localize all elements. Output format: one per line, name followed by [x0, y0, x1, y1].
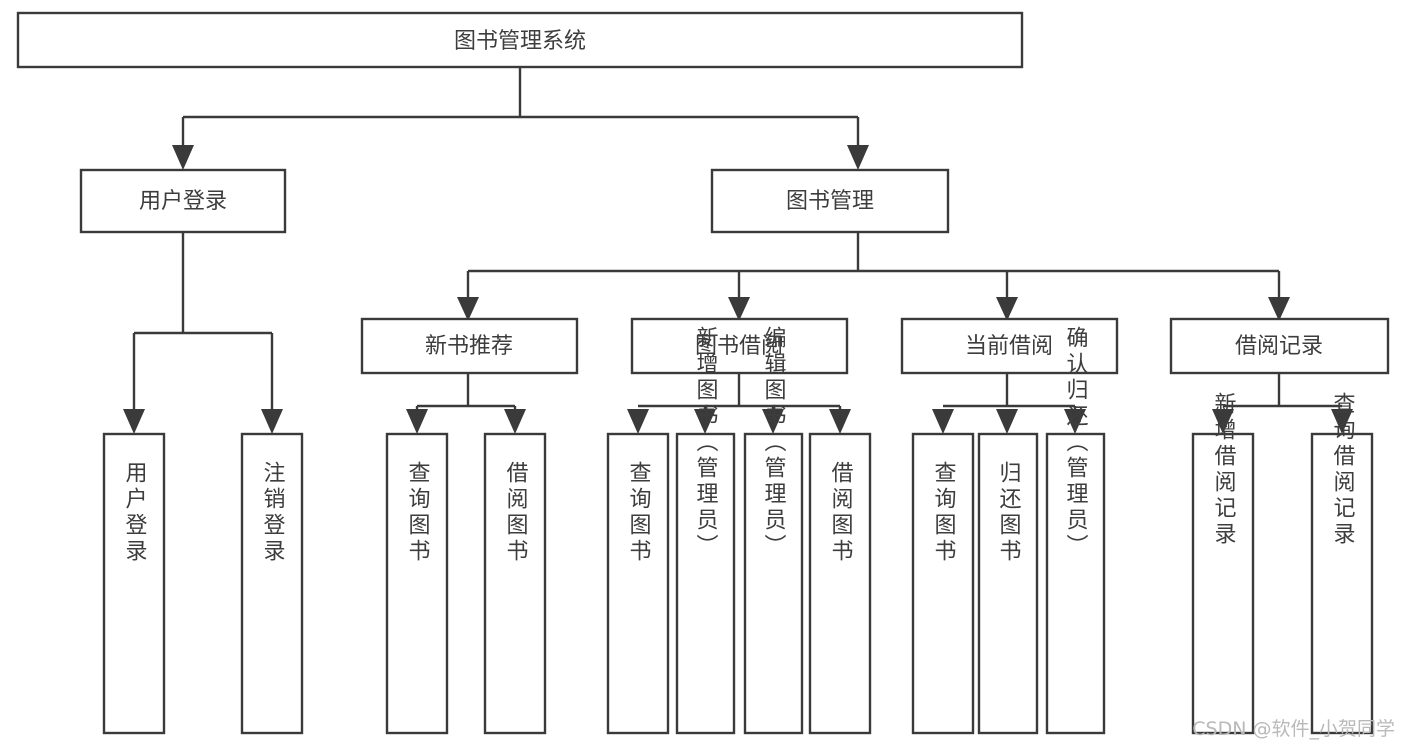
arrowhead-leaf-query-book-2: [627, 409, 649, 434]
node-leaf-confirm-return-admin[interactable]: 确认归还（管理员）: [1045, 326, 1106, 735]
node-book-borrow[interactable]: 图书借阅: [630, 317, 849, 375]
node-leaf-borrow-book-2-label: 借阅图书: [828, 461, 854, 565]
node-new-book-recommend-box[interactable]: [360, 317, 579, 375]
node-leaf-return-book-label: 归还图书: [996, 461, 1022, 565]
node-book-manage[interactable]: 图书管理: [710, 168, 950, 234]
node-user-login[interactable]: 用户登录: [79, 168, 287, 234]
arrowhead-leaf-return-book: [996, 409, 1018, 434]
node-leaf-borrow-book-1[interactable]: 借阅图书: [483, 432, 547, 735]
node-leaf-query-book-2-box[interactable]: [606, 432, 670, 735]
node-leaf-user-login[interactable]: 用户登录: [102, 432, 166, 735]
arrowhead-leaf-query-book-1: [406, 409, 428, 434]
arrowhead-leaf-borrow-book-2: [829, 409, 851, 434]
node-leaf-borrow-book-1-label: 借阅图书: [503, 461, 529, 565]
node-leaf-logout-login-box[interactable]: [240, 432, 304, 735]
node-book-manage-label: 图书管理: [786, 189, 874, 214]
node-leaf-query-book-1-box[interactable]: [385, 432, 449, 735]
node-leaf-borrow-book-2[interactable]: 借阅图书: [808, 432, 872, 735]
node-leaf-return-book-box[interactable]: [977, 432, 1039, 735]
node-leaf-query-book-2[interactable]: 查询图书: [606, 432, 670, 735]
node-leaf-query-book-3-box[interactable]: [911, 432, 975, 735]
node-leaf-query-book-1-label: 查询图书: [405, 461, 431, 565]
arrowhead-leaf-query-borrow-record: [1331, 409, 1353, 434]
node-new-book-recommend-label: 新书推荐: [425, 334, 513, 359]
node-leaf-query-book-2-label: 查询图书: [626, 461, 652, 565]
node-root[interactable]: 图书管理系统: [16, 11, 1024, 69]
node-leaf-query-borrow-record[interactable]: 查询借阅记录: [1310, 392, 1374, 735]
node-leaf-borrow-book-1-box[interactable]: [483, 432, 547, 735]
node-leaf-logout-login-label: 注销登录: [260, 461, 286, 565]
node-leaf-query-book-1[interactable]: 查询图书: [385, 432, 449, 735]
arrowhead-borrow-record: [1268, 297, 1290, 321]
node-leaf-logout-login[interactable]: 注销登录: [240, 432, 304, 735]
node-root-box[interactable]: [16, 11, 1024, 69]
node-leaf-add-book-admin-label: 新增图书（管理员）: [693, 326, 719, 560]
arrowhead-leaf-borrow-book-1: [504, 409, 526, 434]
connector-layer: [123, 67, 1353, 434]
arrowhead-leaf-add-book-admin: [694, 409, 716, 434]
node-leaf-borrow-book-2-box[interactable]: [808, 432, 872, 735]
node-book-borrow-box[interactable]: [630, 317, 849, 375]
arrowhead-new-book-recommend: [457, 297, 479, 321]
node-current-borrow[interactable]: 当前借阅: [900, 317, 1119, 375]
arrowhead-leaf-logout-login: [261, 409, 283, 434]
arrowhead-book-borrow: [728, 297, 750, 321]
node-user-login-box[interactable]: [79, 168, 287, 234]
node-leaf-return-book[interactable]: 归还图书: [977, 432, 1039, 735]
node-leaf-confirm-return-admin-label: 确认归还（管理员）: [1063, 326, 1089, 560]
node-user-login-label: 用户登录: [139, 189, 227, 214]
node-leaf-query-borrow-record-box[interactable]: [1310, 432, 1374, 735]
node-root-label: 图书管理系统: [454, 29, 586, 54]
node-leaf-confirm-return-admin-box[interactable]: [1045, 432, 1106, 735]
node-book-manage-box[interactable]: [710, 168, 950, 234]
node-current-borrow-label: 当前借阅: [965, 334, 1053, 359]
arrowhead-leaf-edit-book-admin: [762, 409, 784, 434]
node-leaf-query-book-3-label: 查询图书: [931, 461, 957, 565]
node-leaf-edit-book-admin-box[interactable]: [743, 432, 804, 735]
node-leaf-add-borrow-record[interactable]: 新增借阅记录: [1191, 392, 1255, 735]
node-leaf-user-login-box[interactable]: [102, 432, 166, 735]
node-leaf-query-borrow-record-label: 查询借阅记录: [1330, 392, 1356, 548]
arrowhead-leaf-confirm-return-admin: [1064, 409, 1086, 434]
node-leaf-add-borrow-record-label: 新增借阅记录: [1211, 392, 1237, 548]
arrowhead-book-manage: [847, 145, 869, 170]
node-leaf-add-book-admin-box[interactable]: [675, 432, 736, 735]
node-leaf-edit-book-admin[interactable]: 编辑图书（管理员）: [743, 326, 804, 735]
arrowhead-leaf-user-login: [123, 409, 145, 434]
node-leaf-user-login-label: 用户登录: [122, 461, 148, 565]
node-leaf-add-borrow-record-box[interactable]: [1191, 432, 1255, 735]
node-leaf-add-book-admin[interactable]: 新增图书（管理员）: [675, 326, 736, 735]
node-borrow-record-box[interactable]: [1169, 317, 1390, 375]
arrowhead-current-borrow: [996, 297, 1018, 321]
arrowhead-leaf-add-borrow-record: [1212, 409, 1234, 434]
node-leaf-query-book-3[interactable]: 查询图书: [911, 432, 975, 735]
node-book-borrow-label: 图书借阅: [695, 334, 783, 359]
arrowhead-user-login: [172, 145, 194, 170]
node-borrow-record[interactable]: 借阅记录: [1169, 317, 1390, 375]
arrowhead-leaf-query-book-3: [932, 409, 954, 434]
node-current-borrow-box[interactable]: [900, 317, 1119, 375]
node-leaf-edit-book-admin-label: 编辑图书（管理员）: [761, 326, 787, 560]
node-borrow-record-label: 借阅记录: [1235, 334, 1323, 359]
node-new-book-recommend[interactable]: 新书推荐: [360, 317, 579, 375]
